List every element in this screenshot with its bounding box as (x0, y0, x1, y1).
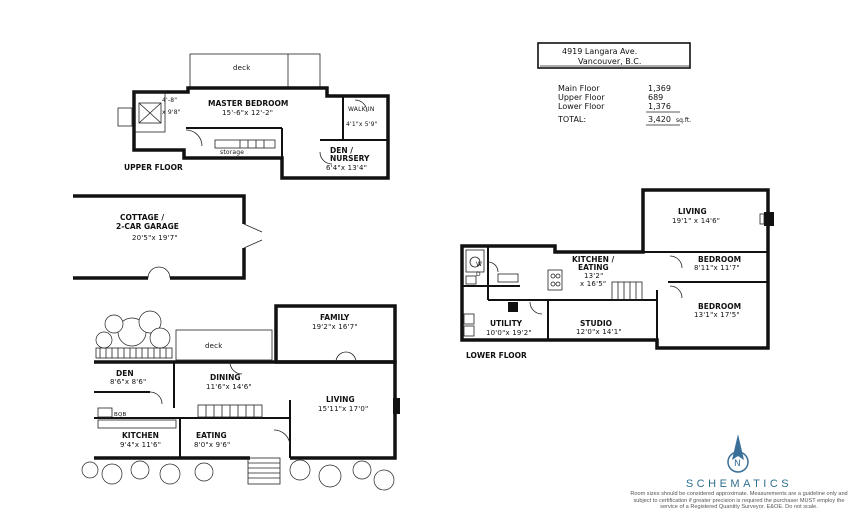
master-bedroom-label: MASTER BEDROOM (208, 99, 288, 108)
brand-disclaimer: Room sizes should be considered approxim… (630, 491, 848, 511)
utility-dims: 10'0"x 19'2" (486, 329, 532, 337)
studio-label: STUDIO (580, 319, 612, 328)
upper-floor-title: UPPER FLOOR (124, 163, 183, 172)
upper-floor-plan: deck 4'-8" x 9'8" MASTER BEDROOM 15'-6"x… (117, 53, 390, 180)
main-deck-label: deck (205, 342, 223, 350)
studio-dims: 12'0"x 14'1" (576, 328, 622, 336)
area-value-main: 1,369 (648, 84, 671, 93)
family-dims: 19'2"x 16'7" (312, 323, 358, 331)
walkin-dims: 4'1"x 5'9" (346, 121, 378, 128)
upper-deck-label: deck (233, 64, 251, 72)
kitchen-dims: 9'4"x 11'6" (120, 441, 161, 449)
lower-kitchen-dims2: x 16'5" (580, 280, 606, 288)
den-nursery-label: DEN / (330, 146, 353, 155)
lower-kitchen-label: KITCHEN / (572, 255, 615, 264)
lower-floor-title: LOWER FLOOR (466, 351, 527, 360)
den-nursery-label2: NURSERY (330, 154, 370, 163)
lower-living-label: LIVING (678, 207, 707, 216)
lower-kitchen-dims: 13'2" (584, 272, 604, 280)
area-label-main: Main Floor (558, 84, 600, 93)
den-nursery-dims: 6'4"x 13'4" (326, 164, 367, 172)
main-den-label: DEN (116, 369, 134, 378)
lower-bedroom1-label: BEDROOM (698, 255, 741, 264)
area-unit: sq.ft. (676, 117, 691, 124)
brand-name: SCHEMATICS (685, 478, 793, 490)
eating-label: EATING (196, 431, 227, 440)
lower-floor-plan: LIVING 19'1" x 14'6" KITCHEN / EATING 13… (460, 188, 774, 360)
master-bedroom-dims: 15'-6"x 12'-2" (222, 109, 273, 117)
area-value-upper: 689 (648, 93, 663, 102)
north-arrow-icon: N (727, 434, 749, 473)
dining-label: DINING (210, 373, 241, 382)
storage-label: storage (220, 149, 244, 156)
area-table: Main Floor 1,369 Upper Floor 689 Lower F… (557, 84, 691, 126)
main-den-dims: 8'6"x 8'6" (110, 378, 146, 386)
area-label-upper: Upper Floor (558, 93, 605, 102)
main-living-label: LIVING (326, 395, 355, 404)
washer-label: W (476, 261, 482, 268)
area-total-label: TOTAL: (557, 115, 586, 124)
family-label: FAMILY (320, 313, 350, 322)
lower-bedroom2-label: BEDROOM (698, 302, 741, 311)
area-label-lower: Lower Floor (558, 102, 605, 111)
address-box: 4919 Langara Ave. Vancouver, B.C. (537, 42, 691, 69)
lower-bedroom1-dims: 8'11"x 11'7" (694, 264, 740, 272)
address-line2: Vancouver, B.C. (578, 57, 641, 66)
utility-label: UTILITY (490, 319, 523, 328)
lower-living-dims: 19'1" x 14'6" (672, 217, 720, 225)
cottage-dims: 20'5"x 19'7" (132, 234, 178, 242)
main-living-dims: 15'11"x 17'0" (318, 405, 368, 413)
area-total-value: 3,420 (648, 115, 671, 124)
upper-bath-dims-a: 4'-8" (162, 97, 177, 104)
kitchen-label: KITCHEN (122, 431, 159, 440)
dining-dims: 11'6"x 14'6" (206, 383, 252, 391)
cottage-label2: 2-CAR GARAGE (116, 222, 179, 231)
appliance-label: BQB (114, 412, 127, 418)
svg-text:N: N (734, 459, 741, 469)
area-value-lower: 1,376 (648, 102, 671, 111)
cottage-label: COTTAGE / (120, 213, 164, 222)
dryer-label: D (476, 271, 481, 278)
lower-kitchen-label2: EATING (578, 263, 609, 272)
walkin-label: WALK IN (348, 106, 375, 113)
main-floor-plan: FAMILY 19'2"x 16'7" deck BQB DEN (81, 304, 400, 491)
lower-bedroom2-dims: 13'1"x 17'5" (694, 311, 740, 319)
schematics-branding: N SCHEMATICS Room sizes should be consid… (628, 430, 850, 525)
address-line1: 4919 Langara Ave. (562, 47, 637, 56)
eating-dims: 8'0"x 9'6" (194, 441, 230, 449)
upper-bath-dims-b: x 9'8" (162, 109, 181, 116)
cottage-garage-plan: COTTAGE / 2-CAR GARAGE 20'5"x 19'7" (73, 194, 263, 280)
